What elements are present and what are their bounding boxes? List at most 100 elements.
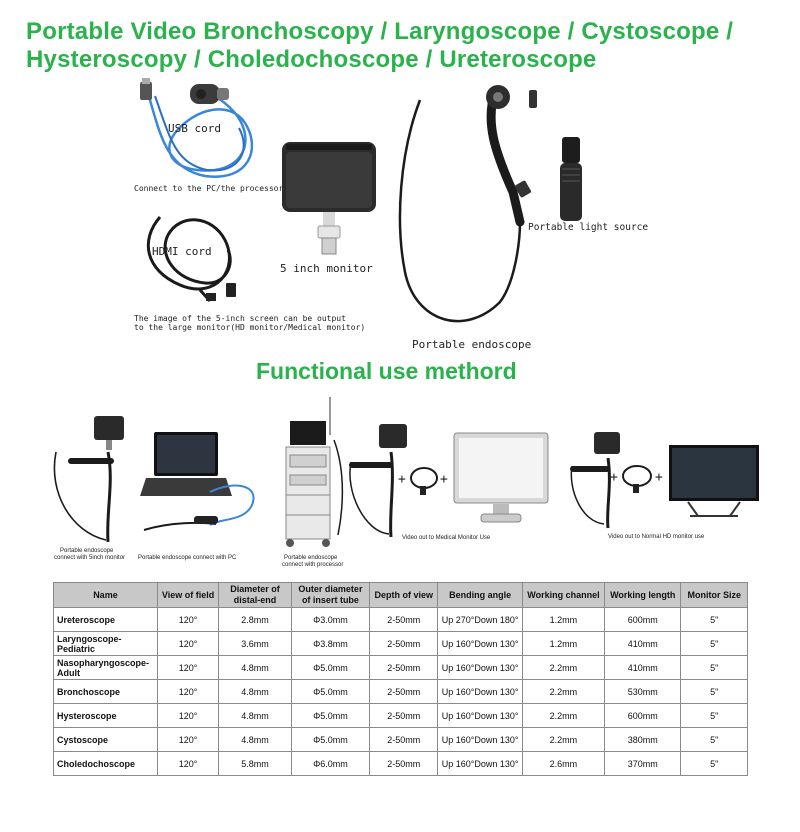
cell-outer: Φ6.0mm [290,751,371,776]
use3-caption-line1: Portable endoscope [284,555,338,561]
cell-name: Choledochoscope [53,751,158,776]
connect-pc-caption: Connect to the PC/the processor [134,184,284,193]
cell-channel: 2.2mm [521,703,606,728]
use-medical-monitor-endoscope [349,424,407,538]
cell-length: 410mm [604,655,682,680]
cell-distal: 2.8mm [218,607,292,632]
cell-depth: 2-50mm [369,631,439,656]
col-header-depth-of-view: Depth of view [369,582,439,608]
cell-outer: Φ5.0mm [290,727,371,752]
cell-channel: 2.2mm [521,679,606,704]
cell-channel: 2.2mm [521,727,606,752]
cell-length: 370mm [604,751,682,776]
cell-bending: Up 160°Down 130° [437,751,523,776]
hdmi-cord-label: HDMI cord [152,245,212,258]
cell-outer: Φ3.0mm [290,607,371,632]
endoscope-label: Portable endoscope [412,338,532,351]
cell-name: Hysteroscope [53,703,158,728]
hdmi-cord-illustration [146,216,236,303]
use2-caption: Portable endoscope connect with PC [138,555,237,561]
cell-channel: 2.2mm [521,655,606,680]
cell-outer: Φ5.0mm [290,703,371,728]
hd-monitor-illustration [669,445,759,517]
col-header-working-length: Working length [604,582,682,608]
medical-monitor-illustration [453,432,549,523]
cell-distal: 3.6mm [218,631,292,656]
cell-length: 600mm [604,607,682,632]
use-hd-monitor-cable [622,465,652,493]
use-5inch-monitor-illustration [53,416,124,543]
cell-view: 120° [156,631,220,656]
cell-bending: Up 160°Down 130° [437,655,523,680]
table-row: Ureteroscope 120° 2.8mm Φ3.0mm 2-50mm Up… [53,607,748,632]
cell-channel: 2.6mm [521,751,606,776]
table-row: Cystoscope 120° 4.8mm Φ5.0mm 2-50mm Up 1… [53,727,748,752]
light-source-label: Portable light source [528,222,649,233]
cell-distal: 4.8mm [218,703,292,728]
cell-depth: 2-50mm [369,703,439,728]
cell-monitor: 5" [680,607,748,632]
usb-cord-label: USB cord [168,122,221,135]
cell-length: 380mm [604,727,682,752]
five-inch-monitor-illustration [282,142,376,255]
plus-icon: + [655,470,663,485]
use-medical-monitor-cable [410,467,438,495]
portable-endoscope-illustration [398,85,537,323]
cell-depth: 2-50mm [369,655,439,680]
cell-monitor: 5" [680,751,748,776]
table-header-row: Name View of field Diameter of distal-en… [53,582,748,608]
cell-depth: 2-50mm [369,727,439,752]
use-hd-monitor-endoscope [570,432,620,529]
cell-view: 120° [156,727,220,752]
col-header-working-channel: Working channel [521,582,606,608]
cell-depth: 2-50mm [369,607,439,632]
cell-name: Nasopharyngoscope-Adult [53,655,158,680]
cell-outer: Φ5.0mm [290,655,371,680]
cell-name: Ureteroscope [53,607,158,632]
cell-name: Laryngoscope-Pediatric [53,631,158,656]
use-processor-illustration [285,397,344,547]
plus-icon: + [440,472,448,487]
cell-bending: Up 160°Down 130° [437,727,523,752]
light-source-illustration [560,137,582,221]
col-header-name: Name [53,582,158,608]
table-row: Choledochoscope 120° 5.8mm Φ6.0mm 2-50mm… [53,751,748,776]
table-row: Laryngoscope-Pediatric 120° 3.6mm Φ3.8mm… [53,631,748,656]
cell-bending: Up 160°Down 130° [437,631,523,656]
use1-caption-line2: connect with 5inch monitor [54,555,126,561]
spec-table: Name View of field Diameter of distal-en… [53,582,748,776]
cell-depth: 2-50mm [369,751,439,776]
table-row: Nasopharyngoscope-Adult 120° 4.8mm Φ5.0m… [53,655,748,680]
cell-name: Cystoscope [53,727,158,752]
cell-length: 530mm [604,679,682,704]
use1-caption-line1: Portable endoscope [60,548,114,554]
cell-view: 120° [156,703,220,728]
cell-monitor: 5" [680,655,748,680]
usb-cord-illustration [140,78,254,178]
table-row: Bronchoscope 120° 4.8mm Φ5.0mm 2-50mm Up… [53,679,748,704]
table-row: Hysteroscope 120° 4.8mm Φ5.0mm 2-50mm Up… [53,703,748,728]
cell-depth: 2-50mm [369,679,439,704]
cell-view: 120° [156,751,220,776]
use-pc-illustration [140,432,255,531]
cell-view: 120° [156,679,220,704]
cell-monitor: 5" [680,679,748,704]
cell-distal: 5.8mm [218,751,292,776]
section-title: Functional use methord [256,358,517,384]
cell-outer: Φ3.8mm [290,631,371,656]
output-caption-line1: The image of the 5-inch screen can be ou… [134,314,346,323]
cell-distal: 4.8mm [218,679,292,704]
cell-bending: Up 270°Down 180° [437,607,523,632]
cell-view: 120° [156,607,220,632]
cell-length: 410mm [604,631,682,656]
cell-distal: 4.8mm [218,655,292,680]
use5-caption: Video out to Normal HD monitor use [608,534,705,540]
cell-name: Bronchoscope [53,679,158,704]
page-title-line2: Hysteroscopy / Choledochoscope / Uretero… [26,46,597,73]
cell-outer: Φ5.0mm [290,679,371,704]
col-header-distal-diameter: Diameter of distal-end [218,582,292,608]
cell-bending: Up 160°Down 130° [437,679,523,704]
cell-length: 600mm [604,703,682,728]
use4-caption: Video out to Medical Monitor Use [402,535,491,541]
cell-monitor: 5" [680,631,748,656]
